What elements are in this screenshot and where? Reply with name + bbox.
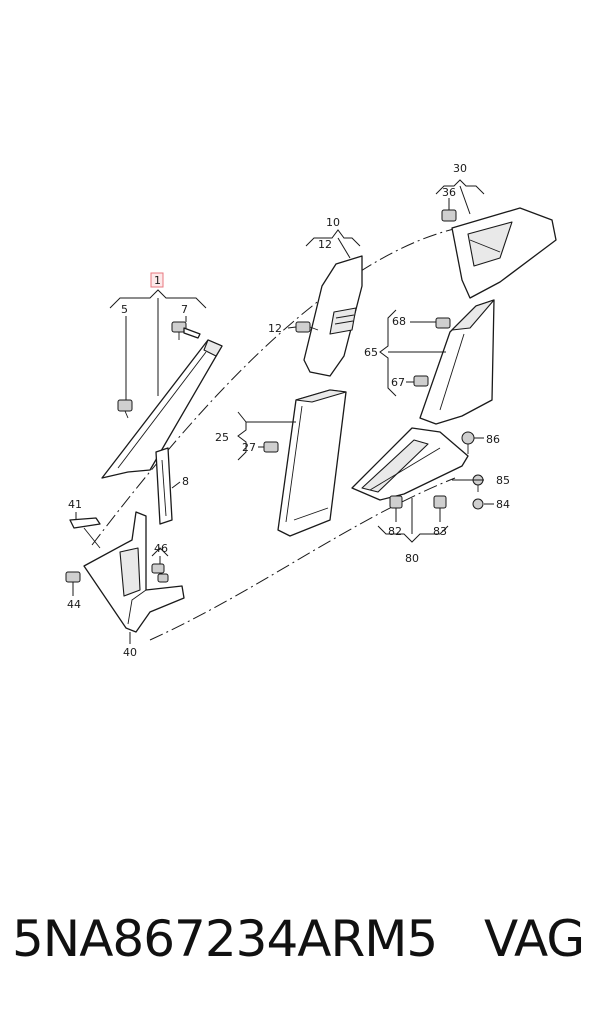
label-65: 65 — [364, 346, 378, 359]
c-pillar-trim-30[interactable] — [451, 207, 557, 299]
label-27: 27 — [242, 441, 256, 454]
part-number-footer: 5NA867234ARM5 VAG — [12, 910, 592, 980]
screw-86[interactable] — [461, 431, 475, 454]
clip-82[interactable] — [389, 495, 403, 509]
clip-67[interactable] — [413, 375, 429, 387]
label-8: 8 — [182, 475, 189, 488]
label-25: 25 — [215, 431, 229, 444]
label-44: 44 — [67, 598, 81, 611]
label-85: 85 — [496, 474, 510, 487]
label-30: 30 — [453, 162, 467, 175]
part-number: 5NA867234ARM5 — [12, 910, 438, 968]
label-1: 1 — [154, 274, 161, 287]
clip-41[interactable] — [69, 517, 101, 549]
label-40: 40 — [123, 646, 137, 659]
sill-trim-80[interactable] — [351, 427, 469, 501]
label-83: 83 — [433, 525, 447, 538]
label-7: 7 — [181, 303, 188, 316]
label-12-clip: 12 — [268, 322, 282, 335]
clip-36[interactable] — [441, 209, 457, 222]
label-46: 46 — [154, 542, 168, 555]
screw-85[interactable] — [472, 474, 484, 492]
rear-pillar-trim-65[interactable] — [419, 299, 495, 425]
leader-lines — [72, 179, 494, 644]
callout-1: 1 — [150, 272, 164, 288]
body-contour-line — [91, 227, 459, 546]
screw-46[interactable] — [151, 563, 169, 583]
trim-strip-8[interactable] — [155, 447, 173, 525]
label-80: 80 — [405, 552, 419, 565]
clip-5[interactable] — [117, 399, 133, 419]
b-pillar-upper-trim-10[interactable] — [303, 255, 363, 377]
label-67: 67 — [391, 376, 405, 389]
footwell-trim-40[interactable] — [83, 511, 185, 633]
label-41: 41 — [68, 498, 82, 511]
label-5: 5 — [121, 303, 128, 316]
label-82: 82 — [388, 525, 402, 538]
clip-27[interactable] — [263, 441, 279, 453]
screw-84[interactable] — [472, 498, 484, 510]
label-10: 10 — [326, 216, 340, 229]
vendor-name: VAG — [484, 910, 585, 968]
a-pillar-trim[interactable] — [101, 339, 223, 479]
clip-44[interactable] — [65, 571, 81, 583]
label-12-upper: 12 — [318, 238, 332, 251]
sill-contour-line — [149, 477, 456, 641]
label-86: 86 — [486, 433, 500, 446]
clip-7[interactable] — [171, 321, 201, 340]
clip-83[interactable] — [433, 495, 447, 509]
label-36: 36 — [442, 186, 456, 199]
clip-68[interactable] — [435, 317, 451, 329]
label-68: 68 — [392, 315, 406, 328]
b-pillar-lower-trim-25[interactable] — [277, 389, 347, 537]
label-84: 84 — [496, 498, 510, 511]
